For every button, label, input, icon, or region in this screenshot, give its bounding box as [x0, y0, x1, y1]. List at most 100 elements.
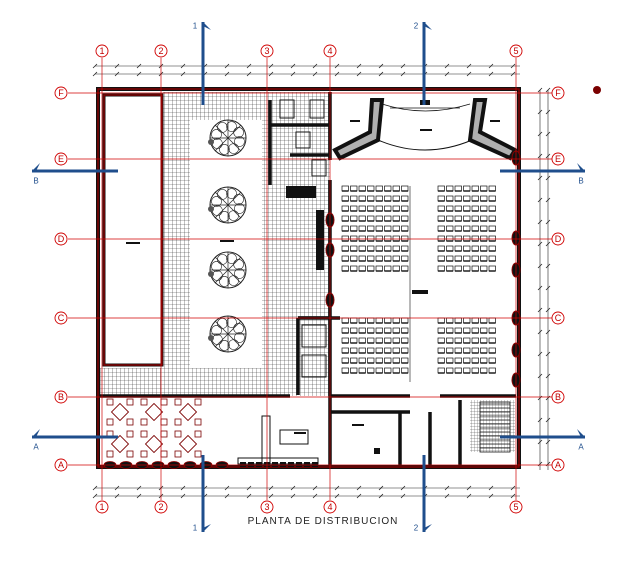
cafe-table-3: [174, 398, 202, 426]
section-cut-A-right: A: [500, 429, 585, 452]
seat: [392, 347, 400, 354]
seat: [401, 265, 409, 272]
seat: [437, 367, 445, 374]
seat: [480, 327, 488, 334]
seat: [463, 235, 471, 242]
seat: [384, 185, 392, 192]
grid-bubble-row-D-right: D: [551, 232, 565, 246]
seat: [454, 215, 462, 222]
seat: [358, 367, 366, 374]
grid-bubble-col-3-top: 3: [260, 44, 274, 58]
grid-bubble-col-4-top: 4: [323, 44, 337, 58]
grid-bubble-col-3-bottom: 3: [260, 500, 274, 514]
seat: [358, 265, 366, 272]
seat: [488, 205, 496, 212]
seat: [341, 327, 349, 334]
seat: [350, 195, 358, 202]
grid-bubble-col-1-top: 1: [95, 44, 109, 58]
seat: [437, 195, 445, 202]
seat: [350, 255, 358, 262]
seat: [471, 357, 479, 364]
seat: [384, 337, 392, 344]
seat: [480, 225, 488, 232]
svg-text:1: 1: [99, 502, 104, 512]
seat: [358, 215, 366, 222]
seat: [480, 215, 488, 222]
grid-bubble-row-B-left: B: [54, 390, 68, 404]
seat: [446, 205, 454, 212]
seat: [437, 357, 445, 364]
seat: [375, 327, 383, 334]
svg-text:A: A: [33, 443, 39, 452]
seat: [463, 265, 471, 272]
seat: [375, 195, 383, 202]
svg-text:2: 2: [158, 46, 163, 56]
svg-text:1: 1: [193, 22, 198, 31]
svg-text:2: 2: [158, 502, 163, 512]
seat: [350, 225, 358, 232]
seat: [341, 215, 349, 222]
seat: [392, 327, 400, 334]
seat: [350, 337, 358, 344]
seat: [358, 255, 366, 262]
seat: [401, 225, 409, 232]
svg-text:3: 3: [264, 502, 269, 512]
cafe-table-5: [140, 430, 168, 458]
seat: [446, 357, 454, 364]
seat: [350, 205, 358, 212]
svg-text:A: A: [578, 443, 584, 452]
seat: [480, 357, 488, 364]
seat: [471, 317, 479, 324]
grid-bubble-col-5-bottom: 5: [509, 500, 523, 514]
seat: [358, 317, 366, 324]
seat: [471, 265, 479, 272]
seat: [350, 327, 358, 334]
seat: [446, 245, 454, 252]
seat: [375, 357, 383, 364]
seat: [358, 337, 366, 344]
seat: [367, 245, 375, 252]
seat: [463, 255, 471, 262]
svg-text:E: E: [555, 154, 561, 164]
grid-bubble-row-A-left: A: [54, 458, 68, 472]
seat: [392, 357, 400, 364]
seat: [437, 245, 445, 252]
seat: [350, 357, 358, 364]
section-cut-1-bottom: 1: [193, 455, 211, 533]
lower-tile-strip: [100, 368, 330, 396]
grid-bubble-row-A-right: A: [551, 458, 565, 472]
seat: [454, 225, 462, 232]
seat: [358, 245, 366, 252]
courtyard-tile-strip: [266, 192, 321, 392]
seat: [480, 195, 488, 202]
grid-bubble-row-B-right: B: [551, 390, 565, 404]
seat: [341, 367, 349, 374]
seat: [454, 255, 462, 262]
seat: [454, 185, 462, 192]
seat: [358, 347, 366, 354]
seat: [488, 347, 496, 354]
seat: [384, 235, 392, 242]
seat: [384, 255, 392, 262]
seat: [437, 215, 445, 222]
svg-text:F: F: [58, 88, 64, 98]
seat: [367, 205, 375, 212]
svg-text:D: D: [58, 234, 65, 244]
seat: [392, 185, 400, 192]
seat: [384, 265, 392, 272]
grid-bubble-row-C-right: C: [551, 311, 565, 325]
seat: [446, 327, 454, 334]
service-tiles: [470, 400, 515, 452]
seat: [454, 317, 462, 324]
tree-2: [208, 186, 247, 224]
restrooms: [279, 99, 327, 378]
seat: [454, 265, 462, 272]
seat: [401, 347, 409, 354]
seat: [341, 357, 349, 364]
svg-text:B: B: [578, 177, 583, 186]
grid-lines: [68, 58, 552, 500]
seat: [341, 347, 349, 354]
svg-text:1: 1: [193, 524, 198, 533]
seat: [367, 357, 375, 364]
